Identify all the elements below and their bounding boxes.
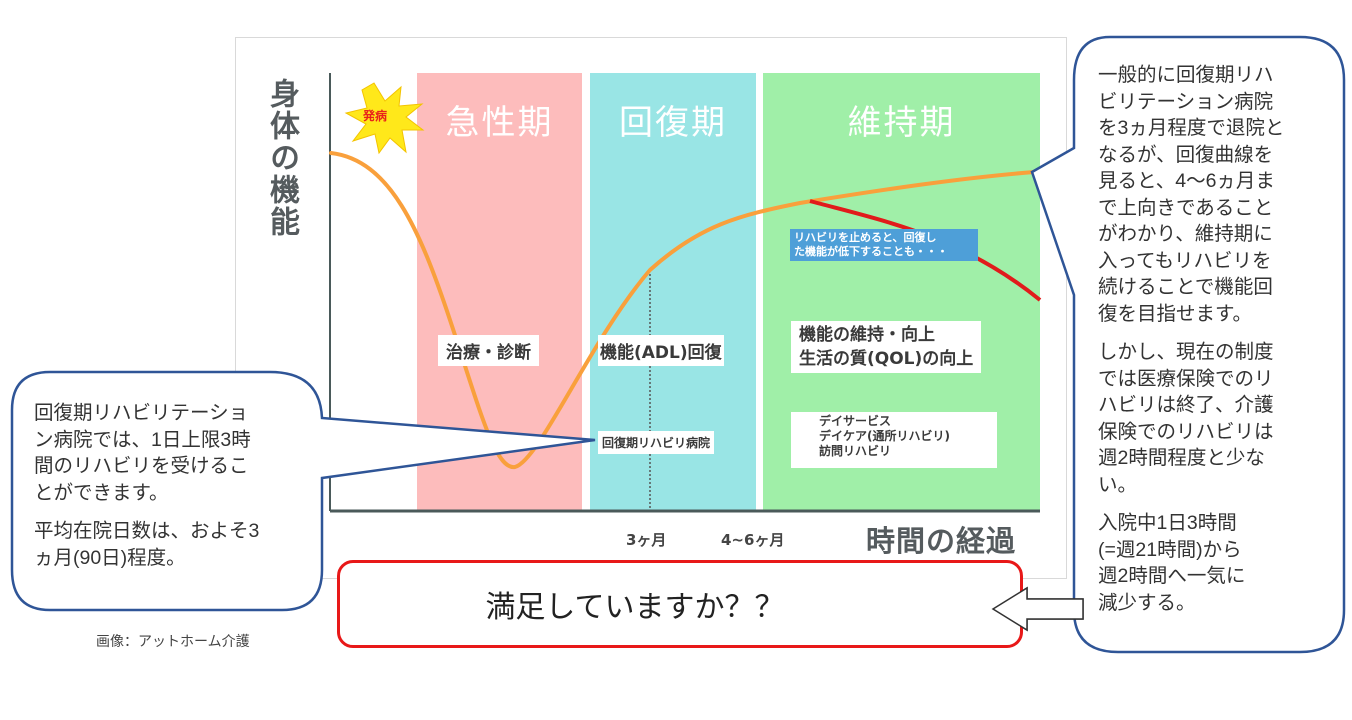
decline-note-line1: リハビリを止めると、回復し [794,231,937,244]
function-curve [329,151,1036,470]
onset-badge: 発病 [363,109,388,123]
left-callout-paragraph2: 平均在院日数は、およそ3 ヵ月(90日)程度。 [34,520,260,569]
x-axis-label: 時間の経過 [866,524,1017,558]
right-callout-paragraph3: 入院中1日3時間 (=週21時間)から 週2時間へ一気に 減少する。 [1098,512,1246,614]
service-home-rehab: 訪問リハビリ [819,444,892,458]
left-callout-paragraph1: 回復期リハビリテーショ ン病院では、1日上限3時 間のリハビリを受けるこ とがで… [34,402,251,504]
phase-title-recovery: 回復期 [619,103,727,143]
service-day-service: デイサービス [819,414,892,428]
image-credit: 画像：アットホーム介護 [96,634,250,650]
right-callout-paragraph1: 一般的に回復期リハ ビリテーション病院 を3ヵ月程度で退院と なるが、回復曲線を… [1098,64,1285,325]
right-callout-border [1030,35,1346,654]
question-box: 満足していますか？？ [337,560,1023,648]
service-day-care: デイケア(通所リハビリ) [819,429,950,443]
x-tick-4-6-months: 4~6ヶ月 [721,531,785,549]
right-callout-text: 一般的に回復期リハ ビリテーション病院 を3ヵ月程度で退院と なるが、回復曲線を… [1098,62,1338,616]
onset-star-icon [344,82,425,155]
question-text: 満足していますか？？ [485,590,785,625]
phase-title-acute: 急性期 [445,103,554,143]
maintenance-activity-line1: 機能の維持・向上 [799,325,935,345]
decline-note-line2: た機能が低下することも・・・ [794,245,948,258]
maintenance-activity-label: 機能の維持・向上 生活の質(QOL)の向上 [791,321,982,373]
decline-note: リハビリを止めると、回復し た機能が低下することも・・・ [790,229,978,261]
left-arrow-icon [991,586,1084,632]
arrow-overlay [991,586,1084,632]
maintenance-services-box: デイサービス デイケア(通所リハビリ) 訪問リハビリ [791,412,997,468]
right-callout-paragraph2: しかし、現在の制度 では医療保険でのリ ハビリは終了、介護 保険でのリハビリは … [1098,341,1274,496]
x-tick-3-months: 3ヶ月 [626,531,667,549]
recovery-hospital-label: 回復期リハビリ病院 [598,431,715,454]
left-callout-text: 回復期リハビリテーショ ン病院では、1日上限3時 間のリハビリを受けるこ とがで… [34,400,314,571]
left-callout-border [10,370,596,612]
acute-activity-label: 治療・診断 [438,335,539,366]
phase-title-maintenance: 維持期 [847,103,956,143]
maintenance-activity-line2: 生活の質(QOL)の向上 [799,349,974,369]
y-axis-label: 身体の機能 [264,78,299,238]
recovery-activity-label: 機能(ADL)回復 [598,335,724,366]
